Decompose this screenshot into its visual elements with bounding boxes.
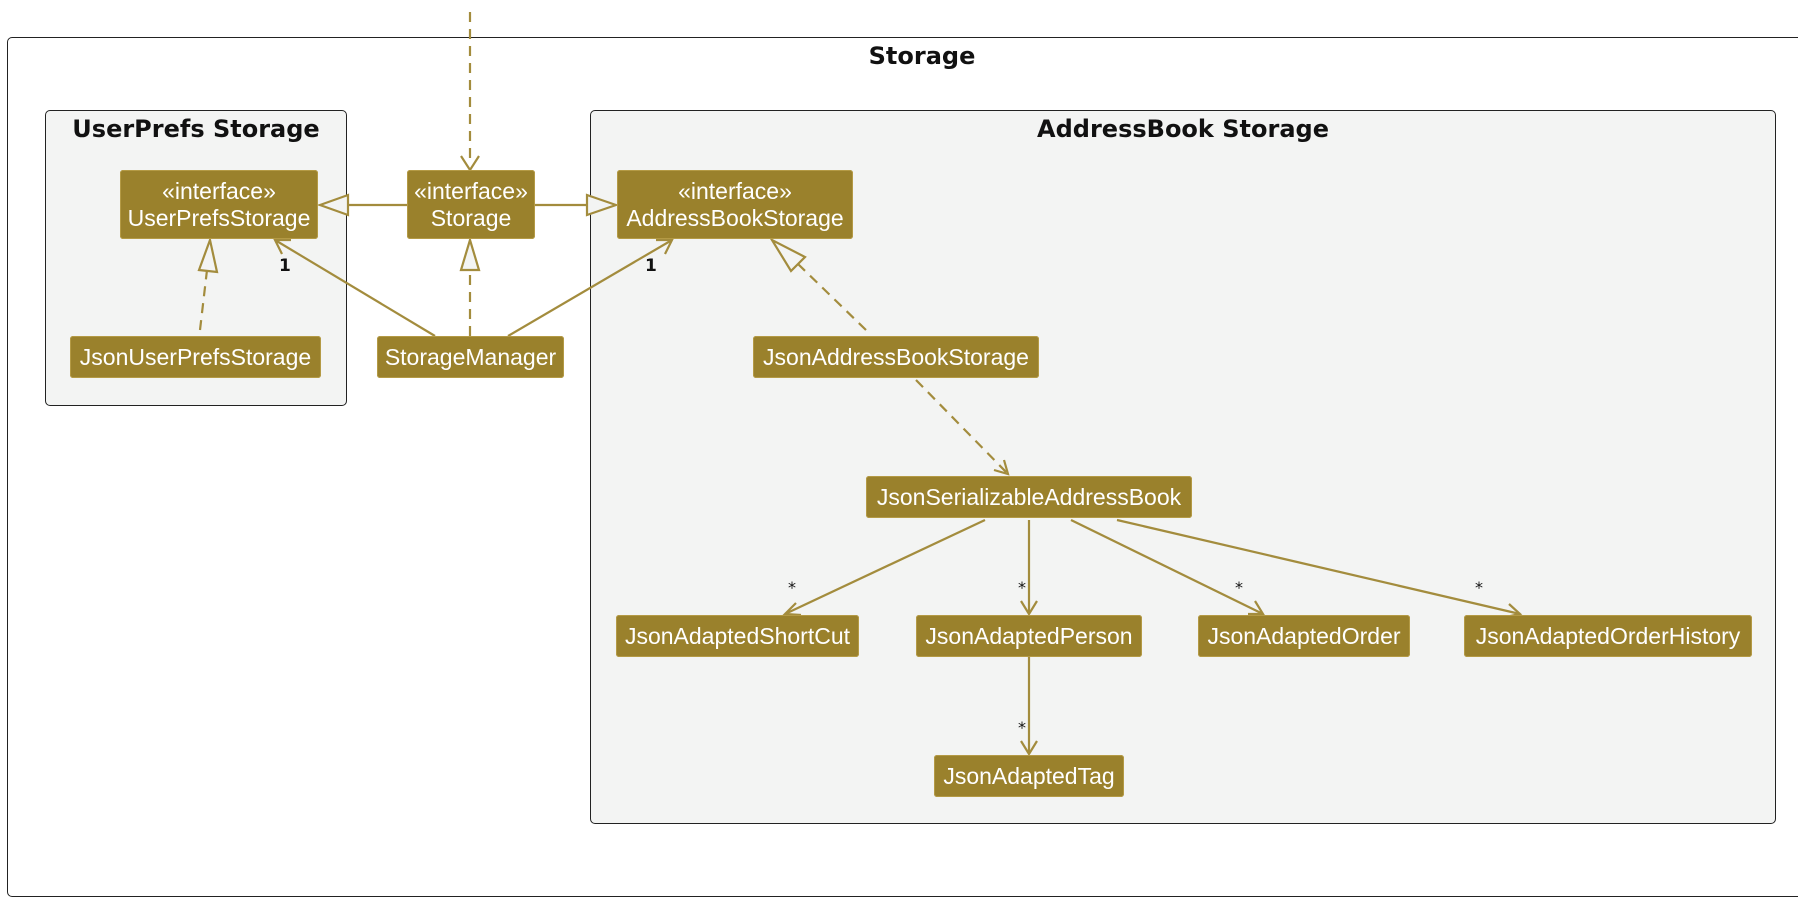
json-serializable-addressbook-name: JsonSerializableAddressBook	[876, 483, 1182, 510]
json-adapted-order-name: JsonAdaptedOrder	[1207, 622, 1401, 649]
addressbook-storage-package-title: AddressBook Storage	[1037, 115, 1329, 143]
storage-manager-class[interactable]: StorageManager	[377, 336, 564, 378]
storage-interface[interactable]: «interface» Storage	[407, 170, 535, 239]
multiplicity-tag: *	[1018, 718, 1026, 737]
json-adapted-shortcut-class[interactable]: JsonAdaptedShortCut	[616, 615, 859, 657]
serializable-to-order-edge	[1070, 519, 1264, 615]
storage-manager-name: StorageManager	[384, 343, 557, 370]
relationship-edges	[197, 12, 1523, 757]
json-adapted-person-name: JsonAdaptedPerson	[925, 622, 1133, 649]
json-adapted-person-class[interactable]: JsonAdaptedPerson	[916, 615, 1142, 657]
serializable-to-order-arrowhead	[1248, 600, 1265, 616]
multiplicity-shortcut: *	[788, 578, 796, 597]
json-userprefs-storage-name: JsonUserPrefsStorage	[79, 343, 312, 370]
external-dependency-arrowhead	[460, 155, 480, 173]
json-addressbook-implements-edge	[797, 263, 867, 331]
addressbook-storage-interface[interactable]: «interface» AddressBookStorage	[617, 170, 853, 239]
userprefs-storage-name: UserPrefsStorage	[127, 204, 311, 231]
manager-to-userprefs-edge	[274, 239, 436, 337]
json-adapted-shortcut-name: JsonAdaptedShortCut	[624, 622, 851, 649]
multiplicity-manager-userprefs: 1	[279, 256, 291, 276]
userprefs-storage-interface[interactable]: «interface» UserPrefsStorage	[120, 170, 318, 239]
userprefs-storage-stereotype: «interface»	[162, 177, 276, 204]
generalization-arrowhead-addressbook	[585, 193, 620, 217]
addressbook-storage-name: AddressBookStorage	[626, 204, 844, 231]
serializable-to-person-arrowhead	[1020, 600, 1038, 617]
manager-to-userprefs-arrowhead	[273, 238, 291, 255]
json-adapted-tag-name: JsonAdaptedTag	[943, 762, 1115, 789]
realization-arrowhead-addressbook	[769, 237, 807, 273]
addressbook-to-serializable-arrowhead	[993, 459, 1010, 476]
json-userprefs-storage-class[interactable]: JsonUserPrefsStorage	[70, 336, 321, 378]
json-adapted-order-history-class[interactable]: JsonAdaptedOrderHistory	[1464, 615, 1752, 657]
realization-arrowhead-userprefs	[197, 236, 219, 274]
json-adapted-tag-class[interactable]: JsonAdaptedTag	[934, 755, 1124, 797]
json-serializable-addressbook-class[interactable]: JsonSerializableAddressBook	[866, 476, 1192, 518]
json-addressbook-storage-name: JsonAddressBookStorage	[763, 343, 1029, 370]
json-addressbook-storage-class[interactable]: JsonAddressBookStorage	[753, 336, 1039, 378]
multiplicity-order-history: *	[1475, 578, 1483, 597]
manager-to-addressbook-arrowhead	[656, 238, 674, 255]
person-to-tag-arrowhead	[1020, 740, 1038, 757]
storage-name: Storage	[430, 204, 512, 231]
serializable-to-shortcut-arrowhead	[782, 602, 802, 617]
addressbook-storage-stereotype: «interface»	[678, 177, 792, 204]
multiplicity-manager-addressbook: 1	[645, 256, 657, 276]
addressbook-to-serializable-edge	[915, 379, 1009, 475]
realization-arrowhead-storage	[459, 236, 481, 272]
serializable-to-shortcut-edge	[784, 519, 986, 615]
manager-to-addressbook-edge	[507, 239, 673, 337]
serializable-to-order-history-edge	[1116, 518, 1521, 616]
multiplicity-person: *	[1018, 578, 1026, 597]
multiplicity-order: *	[1235, 578, 1243, 597]
generalization-arrowhead-userprefs	[316, 193, 350, 217]
json-adapted-order-history-name: JsonAdaptedOrderHistory	[1475, 622, 1741, 649]
userprefs-storage-package-title: UserPrefs Storage	[72, 115, 320, 143]
storage-package-title: Storage	[868, 42, 976, 70]
storage-stereotype: «interface»	[414, 177, 528, 204]
json-userprefs-implements-edge	[198, 269, 209, 331]
json-adapted-order-class[interactable]: JsonAdaptedOrder	[1198, 615, 1410, 657]
